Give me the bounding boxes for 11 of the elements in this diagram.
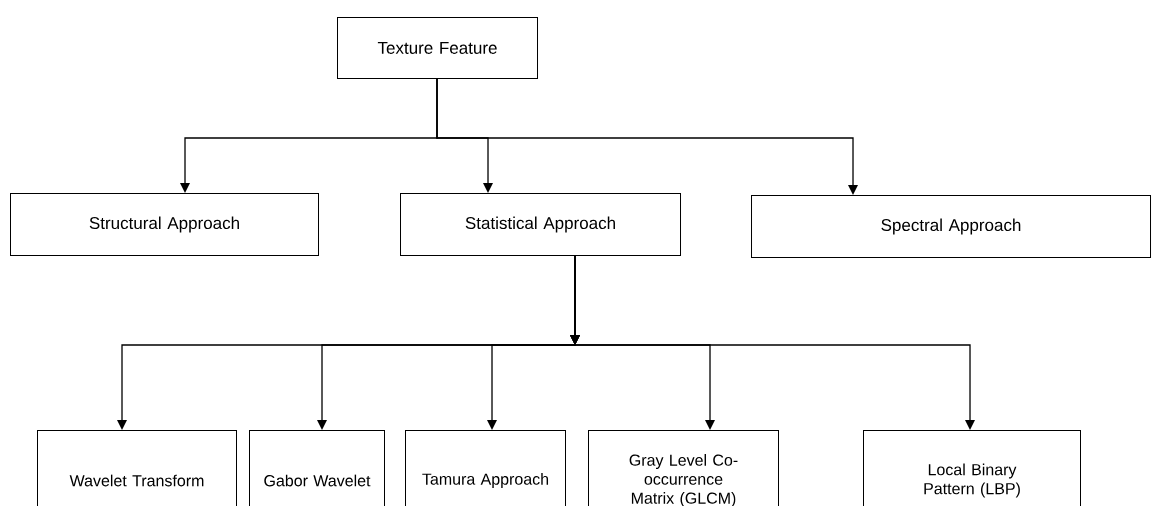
arrow (436, 78, 858, 195)
box: Spectral Approach (751, 195, 1151, 258)
arrow (570, 255, 975, 430)
box: Tamura Approach (405, 430, 566, 506)
box: Structural Approach (10, 193, 319, 256)
box: Statistical Approach (400, 193, 681, 256)
box: Texture Feature (337, 17, 538, 79)
box: Local Binary Pattern (LBP) (863, 430, 1081, 506)
box: Wavelet Transform (37, 430, 237, 506)
box: Gray Level Co-occurrence Matrix (GLCM) (588, 430, 779, 506)
box: Gabor Wavelet (249, 430, 385, 506)
